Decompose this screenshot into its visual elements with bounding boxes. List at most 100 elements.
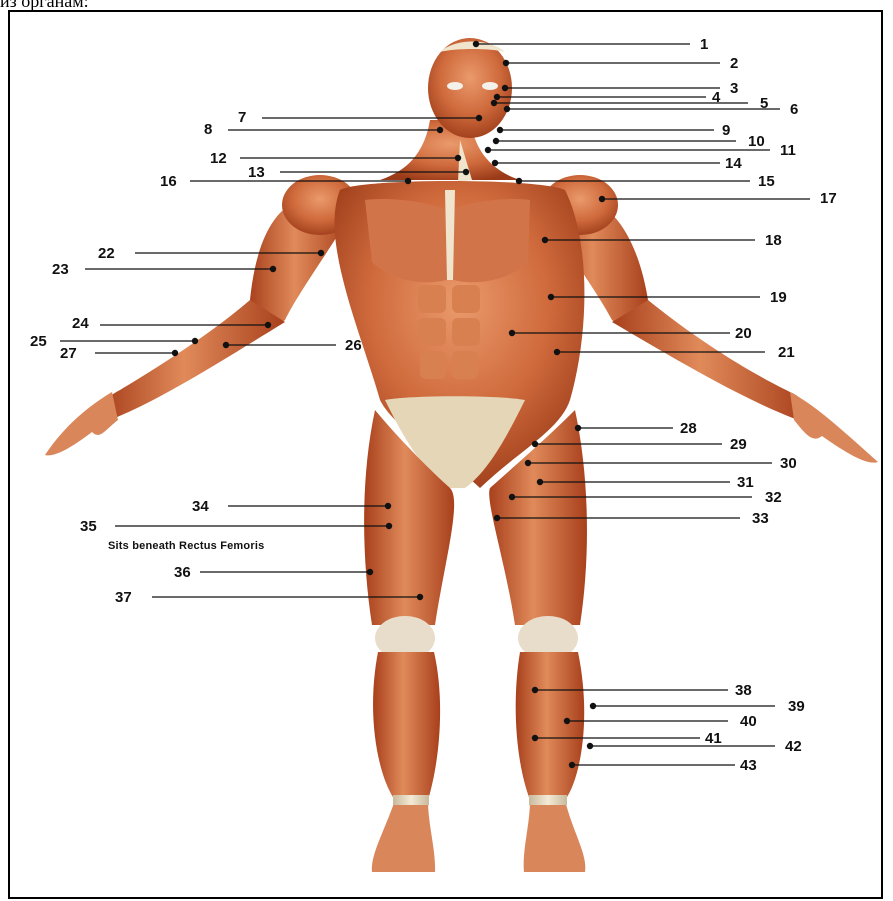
label-4: 4 — [712, 89, 721, 106]
pointer-dot-1 — [473, 41, 479, 47]
eye-right — [447, 82, 463, 90]
label-36: 36 — [174, 564, 191, 581]
head — [428, 38, 512, 138]
label-26: 26 — [345, 337, 362, 354]
pointer-dot-24 — [265, 322, 271, 328]
label-40: 40 — [740, 713, 757, 730]
pointer-dot-9 — [497, 127, 503, 133]
label-18: 18 — [765, 232, 782, 249]
label-28: 28 — [680, 420, 697, 437]
label-21: 21 — [778, 344, 795, 361]
pointer-dot-36 — [367, 569, 373, 575]
pointer-dot-26 — [223, 342, 229, 348]
label-29: 29 — [730, 436, 747, 453]
pointer-dot-8 — [437, 127, 443, 133]
label-39: 39 — [788, 698, 805, 715]
eye-left — [482, 82, 498, 90]
pointer-dot-28 — [575, 425, 581, 431]
pointer-dot-10 — [493, 138, 499, 144]
label-34: 34 — [192, 498, 209, 515]
pointer-dot-33 — [494, 515, 500, 521]
label-14: 14 — [725, 155, 742, 172]
pointer-dot-3 — [502, 85, 508, 91]
label-6: 6 — [790, 101, 798, 118]
pointer-dot-7 — [476, 115, 482, 121]
pointer-dot-27 — [172, 350, 178, 356]
pointer-dot-5 — [491, 100, 497, 106]
right-ankle-band — [393, 795, 429, 805]
label-30: 30 — [780, 455, 797, 472]
label-13: 13 — [248, 164, 265, 181]
note-sits-beneath-rectus-femoris: Sits beneath Rectus Femoris — [108, 540, 264, 552]
left-foot — [524, 800, 586, 872]
pointer-dot-19 — [548, 294, 554, 300]
label-25: 25 — [30, 333, 47, 350]
label-27: 27 — [60, 345, 77, 362]
pointer-dot-42 — [587, 743, 593, 749]
label-5: 5 — [760, 95, 768, 112]
right-lower-leg — [373, 652, 440, 800]
pointer-dot-22 — [318, 250, 324, 256]
pointer-dot-12 — [455, 155, 461, 161]
pointer-dot-20 — [509, 330, 515, 336]
label-11: 11 — [780, 142, 796, 159]
pointer-dot-32 — [509, 494, 515, 500]
label-42: 42 — [785, 738, 802, 755]
pointer-dot-14 — [492, 160, 498, 166]
label-2: 2 — [730, 55, 738, 72]
pointer-dot-17 — [599, 196, 605, 202]
label-8: 8 — [204, 121, 212, 138]
pointer-dot-11 — [485, 147, 491, 153]
pointer-dot-35 — [386, 523, 392, 529]
label-17: 17 — [820, 190, 837, 207]
left-hand — [790, 392, 878, 463]
label-12: 12 — [210, 150, 227, 167]
label-38: 38 — [735, 682, 752, 699]
right-foot — [372, 800, 435, 872]
label-19: 19 — [770, 289, 787, 306]
pointer-dot-30 — [525, 460, 531, 466]
label-32: 32 — [765, 489, 782, 506]
pointer-dot-6 — [504, 106, 510, 112]
label-35: 35 — [80, 518, 97, 535]
label-37: 37 — [115, 589, 132, 606]
pointer-dot-13 — [463, 169, 469, 175]
pointer-dot-21 — [554, 349, 560, 355]
label-31: 31 — [737, 474, 754, 491]
label-41: 41 — [705, 730, 722, 747]
pointer-dot-23 — [270, 266, 276, 272]
pointer-dot-18 — [542, 237, 548, 243]
pointer-dot-39 — [590, 703, 596, 709]
pointer-dot-4 — [494, 94, 500, 100]
right-forearm — [101, 300, 285, 420]
label-10: 10 — [748, 133, 765, 150]
pointer-dot-38 — [532, 687, 538, 693]
label-7: 7 — [238, 109, 246, 126]
pointer-dot-34 — [385, 503, 391, 509]
pointer-dot-41 — [532, 735, 538, 741]
body-figure — [45, 38, 878, 872]
label-9: 9 — [722, 122, 730, 139]
label-15: 15 — [758, 173, 775, 190]
pointer-dot-15 — [516, 178, 522, 184]
label-20: 20 — [735, 325, 752, 342]
pointer-dot-31 — [537, 479, 543, 485]
label-24: 24 — [72, 315, 89, 332]
pointer-dot-43 — [569, 762, 575, 768]
label-3: 3 — [730, 80, 738, 97]
label-23: 23 — [52, 261, 69, 278]
label-43: 43 — [740, 757, 757, 774]
pointer-dot-16 — [405, 178, 411, 184]
left-lower-leg — [516, 652, 585, 800]
right-hand — [45, 392, 118, 455]
pointer-dot-29 — [532, 441, 538, 447]
pointer-dot-40 — [564, 718, 570, 724]
pointer-dot-2 — [503, 60, 509, 66]
label-33: 33 — [752, 510, 769, 527]
left-ankle-band — [529, 795, 567, 805]
pointer-dot-37 — [417, 594, 423, 600]
pointer-dot-25 — [192, 338, 198, 344]
label-1: 1 — [700, 36, 708, 53]
